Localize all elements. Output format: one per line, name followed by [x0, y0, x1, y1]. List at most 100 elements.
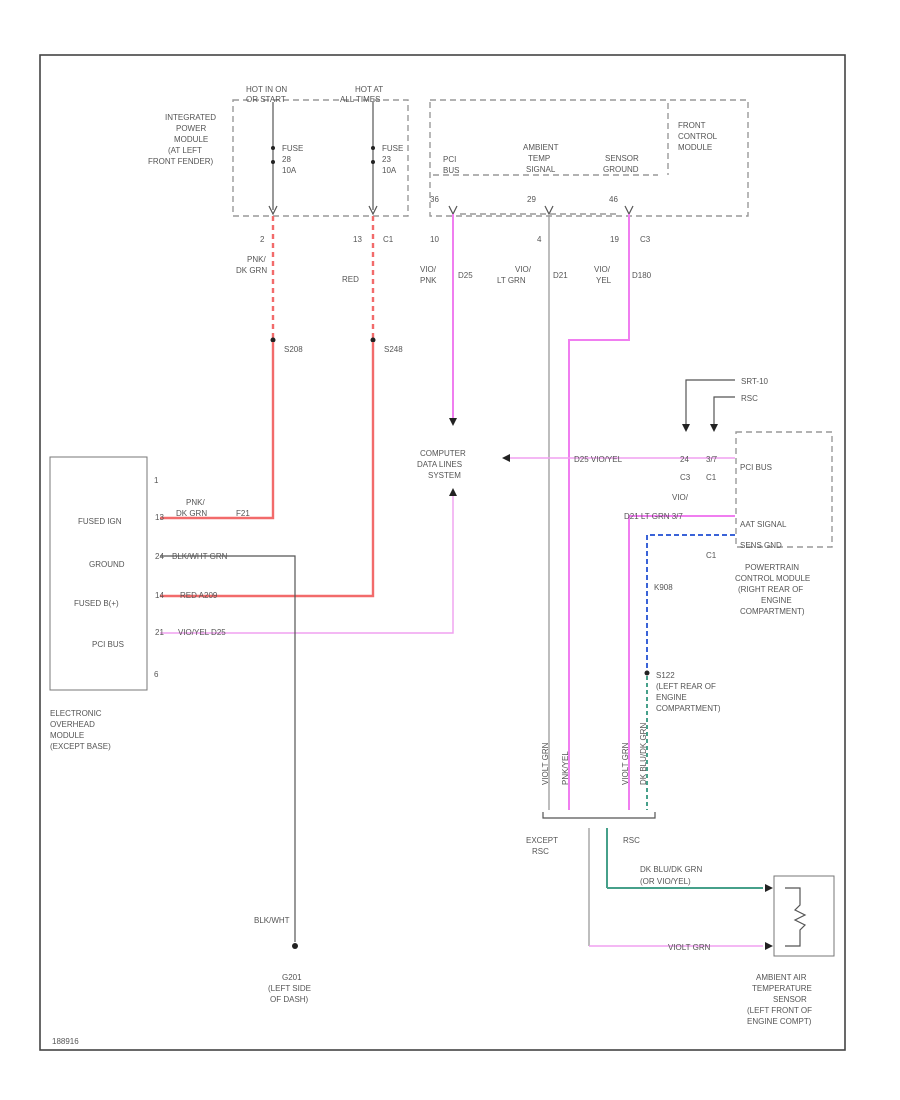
ipm-label-4: (AT LEFT — [168, 146, 202, 155]
pin-arrow-ipm-a — [268, 205, 278, 216]
ipm-label-1: INTEGRATED — [165, 113, 216, 122]
dkblu-label-2: (OR VIO/YEL) — [640, 877, 691, 886]
eom-fused-ign-label: FUSED IGN — [78, 517, 122, 526]
pcm-c1-bottom: C1 — [706, 551, 717, 560]
fuse-b-label-2: 23 — [382, 155, 391, 164]
eom-wire-pnk-1: PNK/ — [186, 498, 205, 507]
eom-wire-pnk-2: DK GRN — [176, 509, 207, 518]
fcm-sensor-label-1: SENSOR — [605, 154, 639, 163]
fcm-sensor-label-2: GROUND — [603, 165, 639, 174]
fcm-pin-4: 4 — [537, 235, 542, 244]
thermistor-symbol — [785, 887, 807, 947]
sensor-arrow-2 — [765, 942, 773, 950]
integrated-power-module-box — [232, 99, 409, 217]
pcm-name-2: CONTROL MODULE — [735, 574, 810, 583]
ipm-label-5: FRONT FENDER) — [148, 157, 214, 166]
pcm-name-3: (RIGHT REAR OF — [738, 585, 803, 594]
pcm-name-5: COMPARTMENT) — [740, 607, 805, 616]
pin-arrow-fcm-ambient — [544, 205, 554, 216]
except-rsc-label-2: RSC — [532, 847, 549, 856]
ipm-label-2: POWER — [176, 124, 206, 133]
eom-pin-24: 24 — [155, 552, 164, 561]
srt-exclude-line-1 — [685, 379, 735, 424]
vert-label-pnk: PNK/YEL — [561, 751, 570, 785]
eom-pin-14: 14 — [155, 591, 164, 600]
hot-all-label-1: HOT AT — [355, 85, 383, 94]
eom-fused-bplus-label: FUSED B(+) — [74, 599, 119, 608]
vert-label-violt-1: VIOLT GRN — [541, 742, 550, 785]
fcm-label-3: MODULE — [678, 143, 712, 152]
eom-pci-bus-label: PCI BUS — [92, 640, 124, 649]
fcm-ambient-label-2: TEMP — [528, 154, 550, 163]
pcm-c1: C1 — [706, 473, 717, 482]
fuse-a-label-2: 28 — [282, 155, 291, 164]
violtgrn-label: VIOLT GRN — [668, 943, 711, 952]
fuse-b-label-1: FUSE — [382, 144, 403, 153]
eom-pin-1: 1 — [154, 476, 159, 485]
ambient-sensor-label-3: SENSOR — [773, 995, 807, 1004]
eom-pin-21: 21 — [155, 628, 164, 637]
data-lines-arrow-up — [449, 488, 457, 496]
wire-vio-pnk-label-2: PNK — [420, 276, 437, 285]
electronic-overhead-module-box — [49, 456, 148, 691]
splice-s122-label-1: S122 — [656, 671, 675, 680]
data-lines-arrow-down — [449, 418, 457, 426]
ambient-sensor-label-1: AMBIENT AIR — [756, 973, 807, 982]
eom-wire-red: RED A209 — [180, 591, 218, 600]
eom-name-3: MODULE — [50, 731, 84, 740]
eom-pci-wire — [160, 496, 454, 634]
pin-arrow-ipm-b — [368, 205, 378, 216]
wire-vio-ltgrn-label-1: VIO/ — [515, 265, 532, 274]
diagram-frame — [39, 54, 846, 1051]
except-rsc-label-1: EXCEPT — [526, 836, 558, 845]
hot-all-label-2: ALL TIMES — [340, 95, 380, 104]
splice-s122-label-4: COMPARTMENT) — [656, 704, 721, 713]
harness-split-bracket — [542, 812, 656, 819]
pin-arrow-fcm-pci — [448, 205, 458, 216]
computer-data-label-1: COMPUTER — [420, 449, 466, 458]
srt-exclude-line-2 — [713, 396, 735, 424]
red-wire-fused-bplus — [160, 342, 375, 598]
computer-data-label-2: DATA LINES — [417, 460, 462, 469]
srt-label: SRT-10 — [741, 377, 769, 386]
hot-run-label-1: HOT IN ON — [246, 85, 287, 94]
eom-name-2: OVERHEAD — [50, 720, 95, 729]
vert-label-dkblu: DK BLU/DK GRN — [639, 723, 648, 785]
pcm-pci-wire-label: D25 VIO/YEL — [574, 455, 623, 464]
wire-red-label: RED — [342, 275, 359, 284]
ambient-sensor-box — [773, 875, 835, 957]
wire-pnk-label-2: DK GRN — [236, 266, 267, 275]
splice-s248-label: S248 — [384, 345, 403, 354]
ipm-label-3: MODULE — [174, 135, 208, 144]
pcm-name-4: ENGINE — [761, 596, 792, 605]
fuse-a-label-1: FUSE — [282, 144, 303, 153]
fcm-pci-label-1: PCI — [443, 155, 456, 164]
pcm-pci-bus-label: PCI BUS — [740, 463, 772, 472]
ground-label-2: (LEFT SIDE — [268, 984, 311, 993]
fuse-a-label-3: 10A — [282, 166, 297, 175]
ambient-sensor-label-4: (LEFT FRONT OF — [747, 1006, 812, 1015]
pcm-vio-label: VIO/ — [672, 493, 689, 502]
fuse-b-label-3: 10A — [382, 166, 397, 175]
fcm-pin-10: 10 — [430, 235, 439, 244]
eom-wire-pci: VIO/YEL D25 — [178, 628, 226, 637]
ambient-sensor-label-5: ENGINE COMPT) — [747, 1017, 812, 1026]
vert-label-violt-2: VIOLT GRN — [621, 742, 630, 785]
red-wire-fused-ign — [160, 342, 275, 520]
wire-d180-label: D180 — [632, 271, 652, 280]
fcm-pci-label-2: BUS — [443, 166, 459, 175]
wire-d21-label: D21 — [553, 271, 568, 280]
front-control-module-box — [429, 99, 749, 217]
pcm-pin-37: 3/7 — [706, 455, 718, 464]
ipm-pin-13: 13 — [353, 235, 362, 244]
computer-data-label-3: SYSTEM — [428, 471, 461, 480]
splice-s208-label: S208 — [284, 345, 303, 354]
eom-name-4: (EXCEPT BASE) — [50, 742, 111, 751]
ground-label-1: G201 — [282, 973, 302, 982]
fcm-label-2: CONTROL — [678, 132, 718, 141]
fcm-sensor-wire — [568, 214, 630, 810]
fcm-label-1: FRONT — [678, 121, 706, 130]
fcm-ambient-label-1: AMBIENT — [523, 143, 559, 152]
ipm-c1: C1 — [383, 235, 394, 244]
wire-k908-label: K908 — [654, 583, 673, 592]
